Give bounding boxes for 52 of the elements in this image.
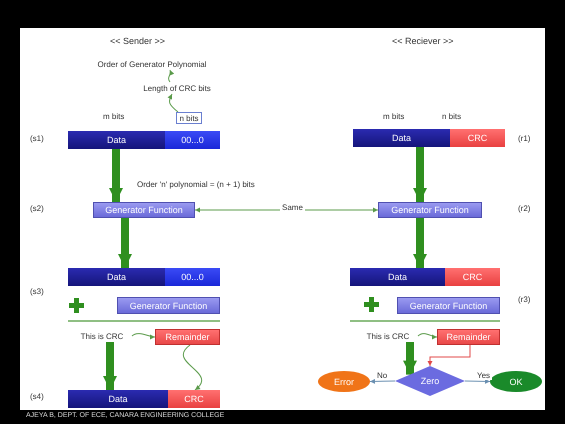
block-arrow xyxy=(103,342,117,390)
text-label: This is CRC xyxy=(358,330,418,342)
data-segment: Data xyxy=(68,268,165,286)
data-segment: Data xyxy=(68,131,165,149)
process-box: Generator Function xyxy=(378,202,482,218)
text-label: Order of Generator Polynomial xyxy=(72,58,232,70)
block-arrow xyxy=(118,218,132,268)
data-segment: Data xyxy=(353,129,450,147)
text-label: (r1) xyxy=(518,134,530,143)
decision-diamond: Zero xyxy=(395,366,465,396)
arrow xyxy=(370,378,396,384)
block-arrow xyxy=(413,218,427,268)
data-segment: Data xyxy=(68,390,168,408)
section-heading: << Sender >> xyxy=(110,36,166,46)
process-box: Generator Function xyxy=(93,202,195,218)
text-label: Order 'n' polynomial = (n + 1) bits xyxy=(137,180,255,189)
process-box: Remainder xyxy=(437,329,500,345)
text-label: (r3) xyxy=(518,295,530,304)
block-arrow xyxy=(403,342,417,375)
text-label: (s3) xyxy=(30,287,44,296)
edge-label: No xyxy=(375,371,390,380)
text-label: (s4) xyxy=(30,392,44,401)
text-label: m bits xyxy=(383,112,404,121)
block-arrow xyxy=(109,149,123,202)
process-box: Generator Function xyxy=(397,297,500,314)
data-segment: Data xyxy=(350,268,445,286)
zero-padding-segment: 00...0 xyxy=(165,131,220,149)
text-label: Length of CRC bits xyxy=(136,82,218,94)
arrow xyxy=(168,94,178,112)
text-label: n bits xyxy=(442,112,462,121)
section-heading: << Reciever >> xyxy=(392,36,454,46)
process-box: Remainder xyxy=(155,329,220,345)
crc-segment: CRC xyxy=(445,268,500,286)
crc-segment: CRC xyxy=(168,390,220,408)
block-arrow xyxy=(413,147,427,202)
arrow xyxy=(168,70,174,82)
edge-label: Same xyxy=(280,203,305,212)
zero-padding-segment: 00...0 xyxy=(165,268,220,286)
arrow xyxy=(132,333,156,340)
process-box: Generator Function xyxy=(117,297,220,314)
arrow xyxy=(464,378,490,384)
text-label: This is CRC xyxy=(72,330,132,342)
text-label: (s1) xyxy=(30,134,44,143)
text-label: m bits xyxy=(103,112,124,121)
arrow xyxy=(418,333,438,340)
text-label: (s2) xyxy=(30,204,44,213)
arrow xyxy=(428,344,470,366)
text-label: (r2) xyxy=(518,204,530,213)
edge-label: Yes xyxy=(475,371,492,380)
crc-segment: CRC xyxy=(450,129,505,147)
highlight-box: n bits xyxy=(176,112,202,124)
arrow xyxy=(182,344,202,390)
